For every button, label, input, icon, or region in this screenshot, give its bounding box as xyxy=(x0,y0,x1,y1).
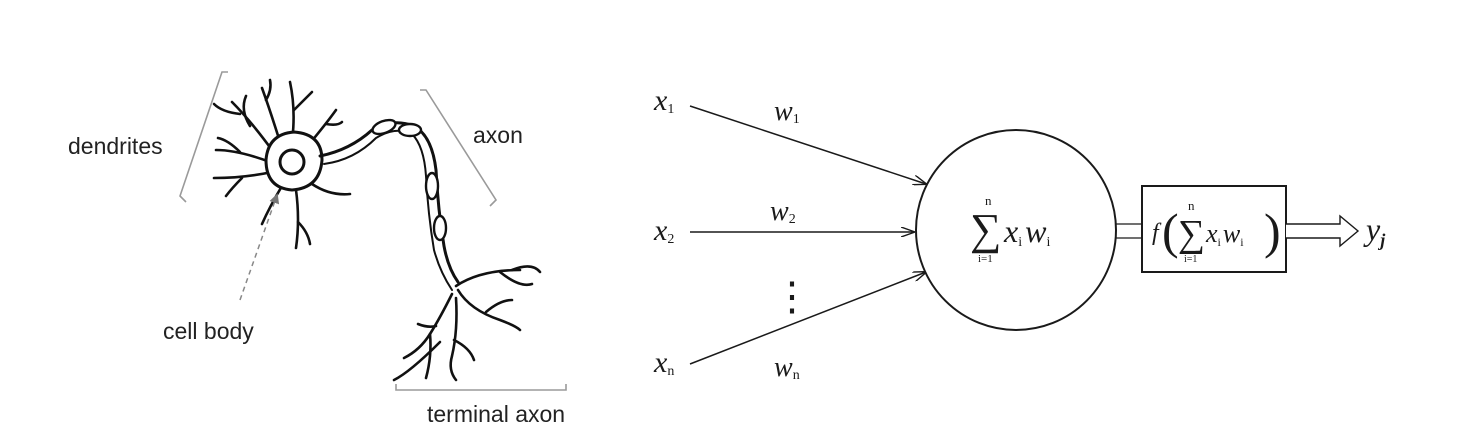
activation-sum-lower: i=1 xyxy=(1184,254,1197,265)
axon-bracket xyxy=(420,89,498,207)
vertical-ellipsis: ⋮ xyxy=(772,274,812,319)
output-arrow xyxy=(1286,214,1360,248)
weight-w1: w1 xyxy=(774,96,800,127)
terminal-axon-label: terminal axon xyxy=(427,401,565,427)
terminal-axon-bracket xyxy=(395,384,567,391)
paren-open: ( xyxy=(1162,203,1179,259)
dendrites-label: dendrites xyxy=(68,133,163,159)
sum-term: xiwi xyxy=(1003,213,1050,250)
artificial-neuron: x1 x2 xn w1 w2 wn ⋮ n ∑ i=1 xiwi f xyxy=(653,84,1386,383)
input-xn: xn xyxy=(653,346,674,379)
activation-sum-upper: n xyxy=(1188,198,1195,213)
weight-wn: wn xyxy=(774,352,800,383)
activation-f: f xyxy=(1152,220,1162,246)
summation-expression: n ∑ i=1 xiwi xyxy=(970,193,1050,265)
summation-node xyxy=(915,129,1117,331)
dendrites-bracket xyxy=(179,71,228,203)
activation-function-box xyxy=(1141,185,1287,273)
terminal-branches xyxy=(392,265,542,382)
sum-to-activation-connector xyxy=(1116,223,1142,239)
axon xyxy=(318,118,460,291)
output-yj: yj xyxy=(1363,211,1386,250)
input-arrow-n xyxy=(689,272,926,365)
biological-neuron: dendrites cell body xyxy=(68,71,567,427)
input-arrow-1 xyxy=(689,105,926,184)
input-x2: x2 xyxy=(653,214,674,247)
axon-label: axon xyxy=(473,122,523,148)
cell-body-label: cell body xyxy=(163,318,254,344)
activation-sigma: ∑ xyxy=(1178,213,1205,255)
sigma-symbol: ∑ xyxy=(970,205,1001,254)
activation-term: xiwi xyxy=(1205,219,1244,249)
nucleus xyxy=(278,148,306,176)
sum-lower-limit: i=1 xyxy=(978,253,993,265)
input-x1: x1 xyxy=(653,84,674,117)
activation-expression: f ( n ∑ i=1 xiwi ) xyxy=(1152,198,1281,265)
sum-upper-limit: n xyxy=(985,193,992,208)
cell-body-pointer xyxy=(239,193,280,301)
weight-w2: w2 xyxy=(770,196,796,227)
paren-close: ) xyxy=(1264,203,1281,259)
